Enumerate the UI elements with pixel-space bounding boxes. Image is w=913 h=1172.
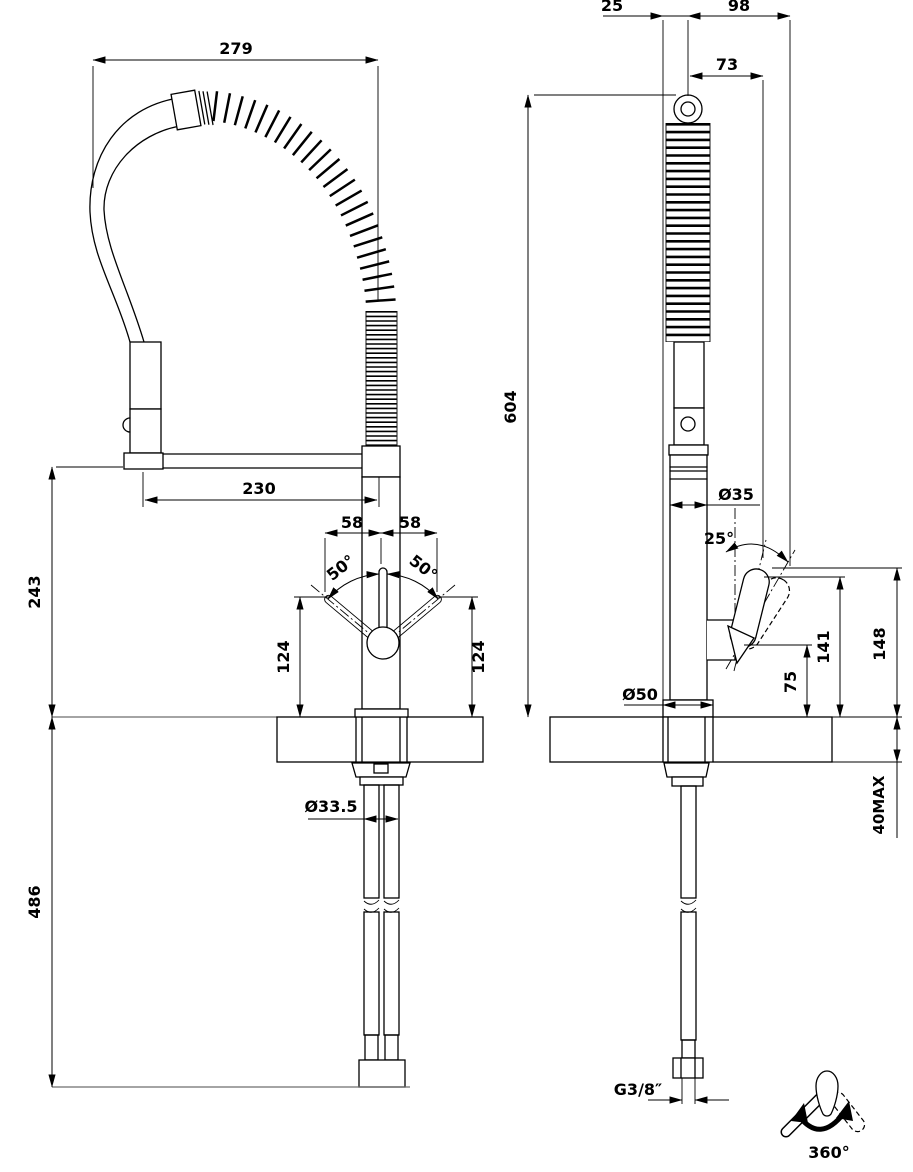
handle-front (310, 567, 456, 660)
spring-hose-side (665, 94, 711, 342)
lever-up (378, 567, 388, 635)
spray-button-side (680, 416, 696, 432)
dim-handle-height-left: 124 (274, 640, 293, 673)
dim-spout-reach: 230 (242, 479, 275, 498)
base-flange-side (662, 699, 714, 718)
handle-side (706, 508, 796, 672)
thread-nut (672, 1057, 704, 1079)
spray-face (123, 452, 164, 470)
spout-arm-front (162, 453, 363, 469)
spray-button (122, 417, 131, 433)
dim-hose-below-deck: 486 (25, 885, 44, 918)
hose-break-side (680, 899, 697, 913)
countertop-side (549, 699, 902, 763)
dim-handle-top-height: 148 (870, 627, 889, 660)
dim-handle-span-left: 58 (341, 513, 363, 532)
swivel-knob (815, 1070, 839, 1117)
dim-front-reach: 98 (728, 0, 750, 15)
dim-deck-thickness: 40MAX (870, 775, 888, 834)
hose-fitting (170, 89, 214, 131)
front-view (52, 89, 484, 1088)
dim-handle-angle-left: 50° (323, 551, 359, 585)
dim-hole-diameter: Ø33.5 (304, 797, 357, 816)
ball-joint (366, 626, 400, 660)
dim-pivot-height: 75 (781, 671, 800, 693)
dim-supply-thread: G3/8″ (614, 1080, 662, 1099)
dim-handle-reach: 73 (716, 55, 738, 74)
hose-end-fittings-front (358, 1059, 406, 1088)
side-view (549, 94, 902, 1138)
under-deck-side (663, 762, 710, 1079)
dim-total-height: 604 (501, 390, 520, 423)
dim-handle-height-right: 124 (469, 640, 488, 673)
dim-back-offset: 25 (601, 0, 623, 15)
dim-hose-width: 279 (219, 39, 252, 58)
spray-head-front (122, 341, 164, 470)
locknut-side (663, 762, 710, 778)
spring-hose-front (89, 89, 398, 446)
countertop-front (52, 708, 484, 763)
dim-base-diameter: Ø50 (622, 685, 658, 704)
hose-break-front (363, 899, 400, 913)
swivel-icon (780, 1070, 866, 1138)
dim-swivel-range: 360° (808, 1143, 849, 1162)
dim-spout-outlet-height: 141 (814, 630, 833, 663)
spray-head-side (668, 341, 709, 456)
dim-handle-tilt: 25° (704, 529, 734, 548)
dim-handle-span-right: 58 (399, 513, 421, 532)
handle-tilted-position (733, 577, 791, 650)
faucet-body-side (669, 454, 708, 701)
dim-body-diameter: Ø35 (718, 485, 754, 504)
under-deck-front (52, 762, 411, 1088)
base-flange-front (354, 708, 409, 718)
handle-wedge (727, 624, 755, 665)
dimensions: 279 243 486 230 58 58 50° 50° 124 124 Ø (25, 0, 902, 1162)
dim-outlet-height: 243 (25, 575, 44, 608)
